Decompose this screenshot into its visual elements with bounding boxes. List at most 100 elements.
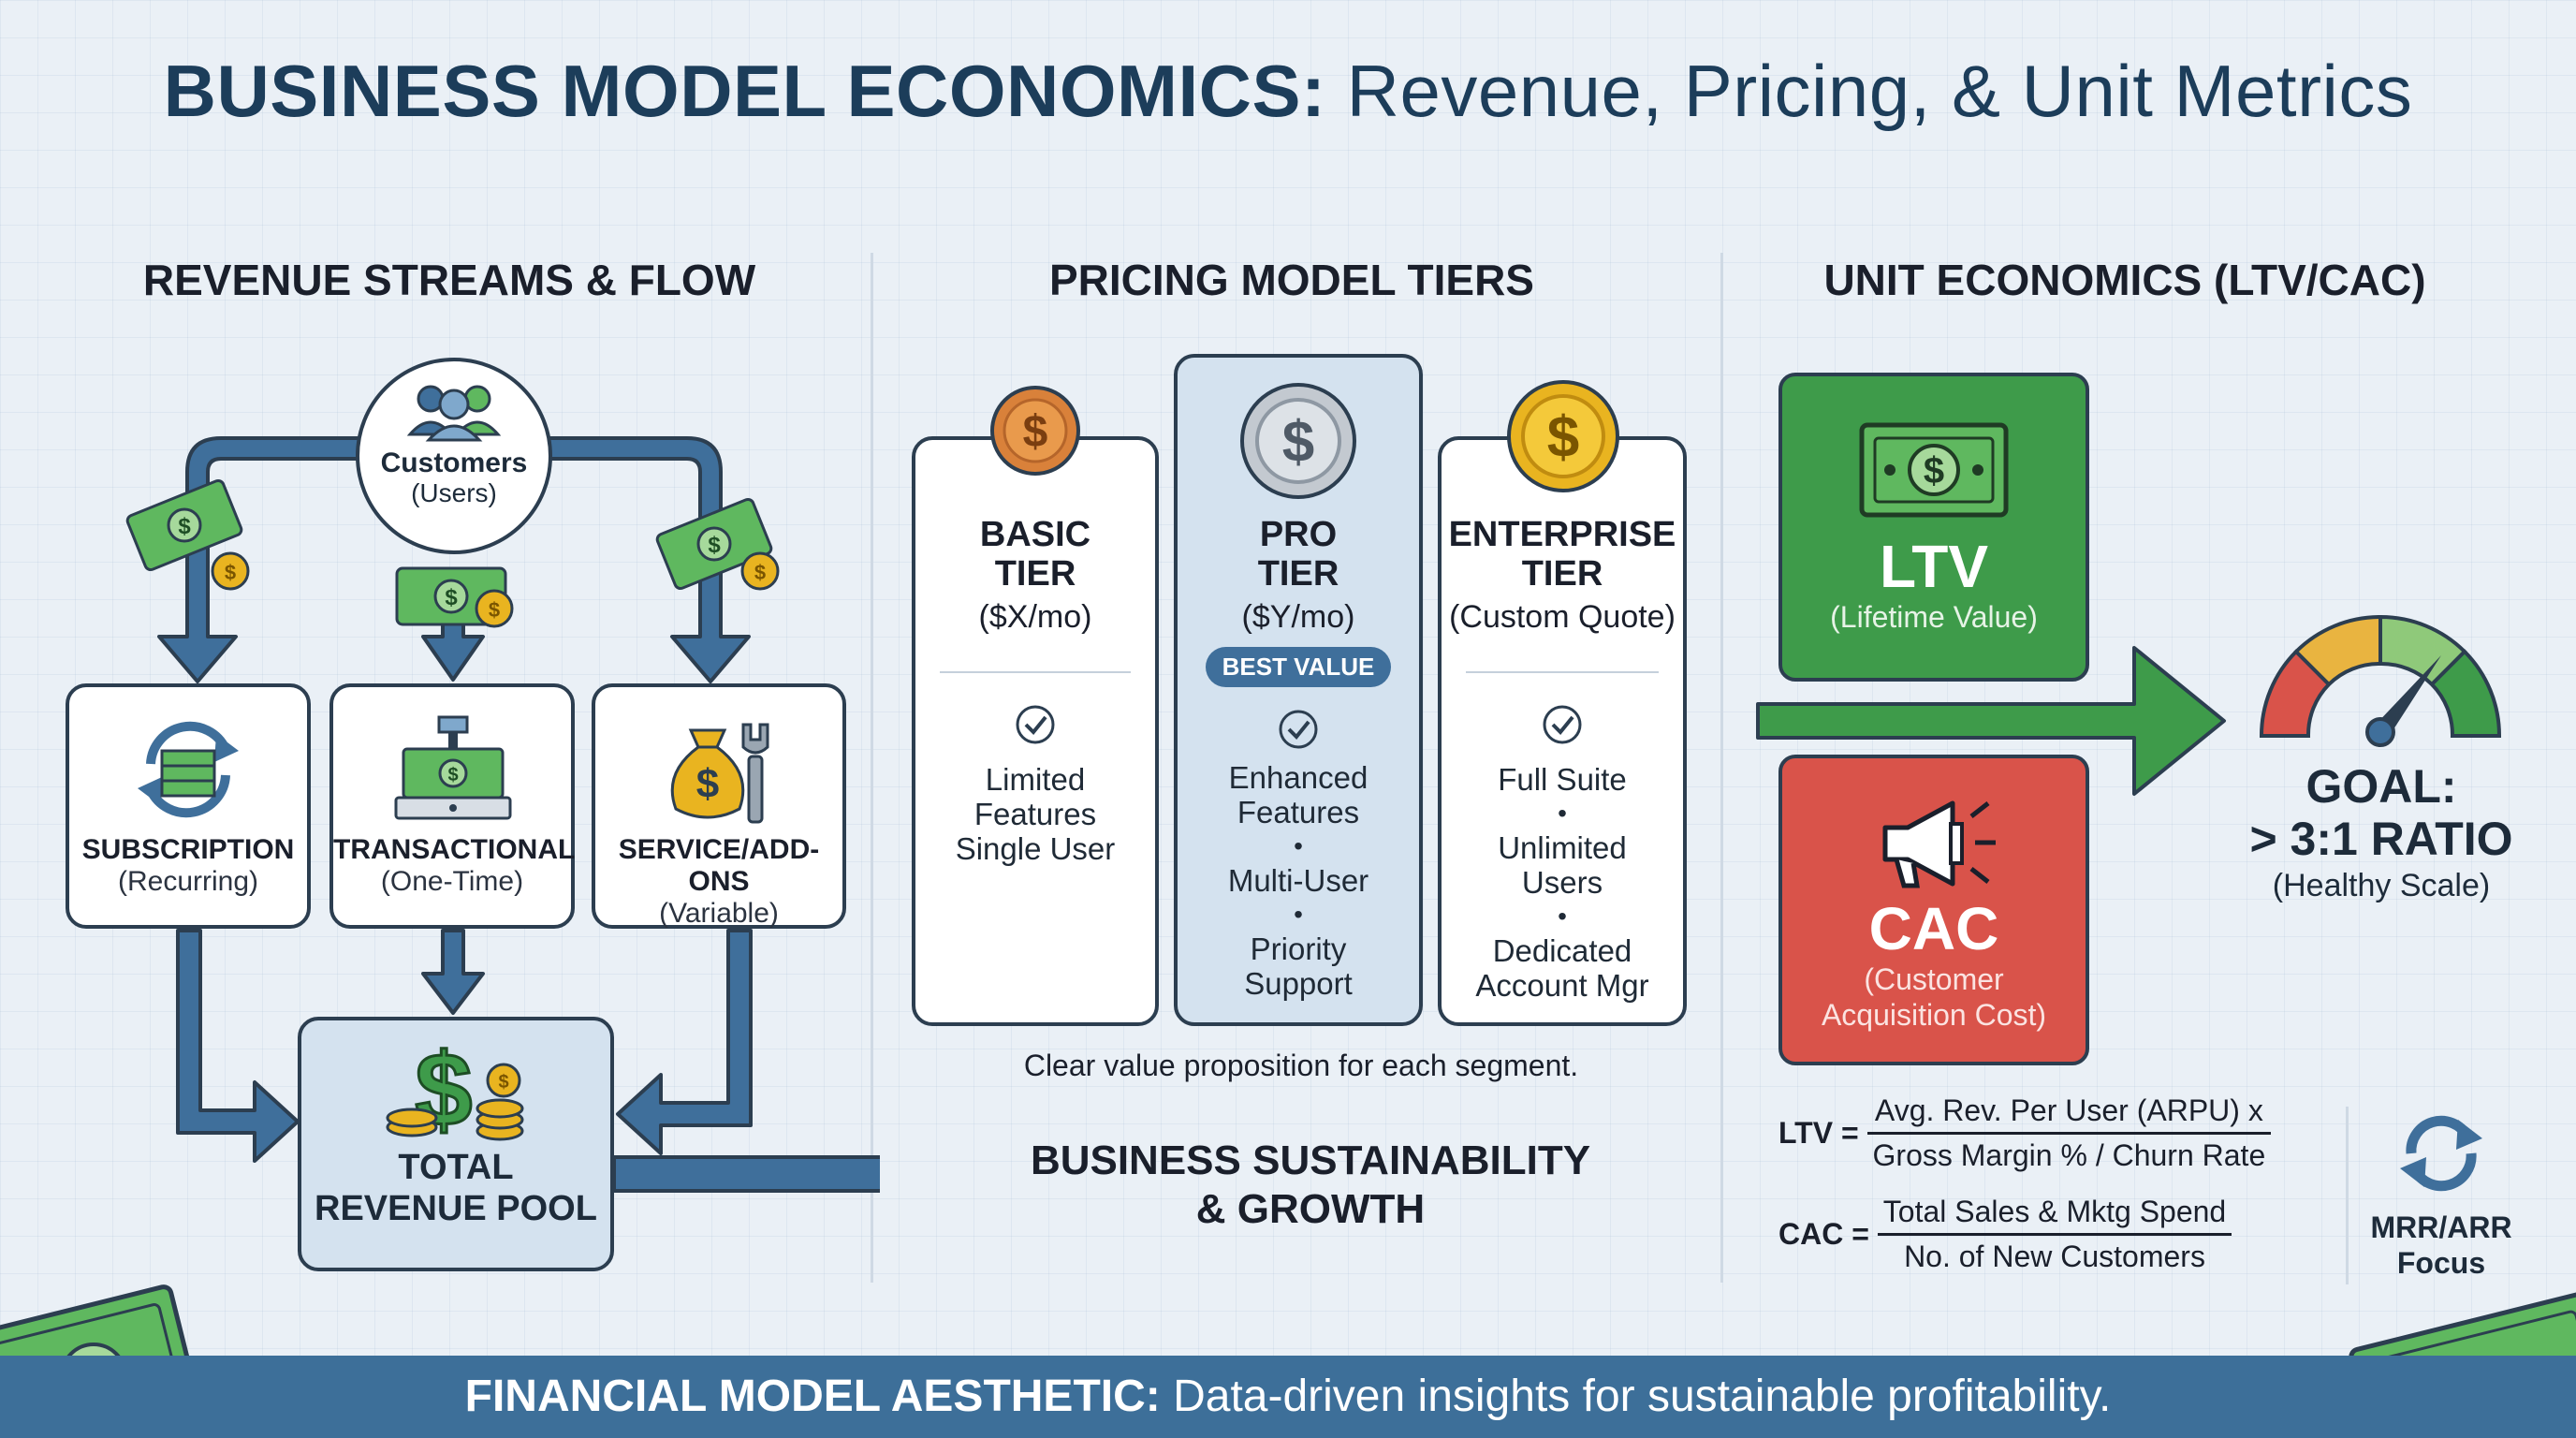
check-icon (1016, 705, 1055, 744)
users-icon (406, 385, 502, 442)
pool-line1: TOTAL (398, 1148, 514, 1187)
customers-node: Customers (Users) (356, 358, 552, 554)
goal-text: GOAL: > 3:1 RATIO (Healthy Scale) (2205, 760, 2557, 906)
megaphone-icon (1882, 800, 1996, 888)
svg-text:$: $ (178, 514, 191, 539)
revenue-heading: REVENUE STREAMS & FLOW (142, 256, 756, 304)
tier-pro-bullet-2: • (1294, 900, 1303, 929)
bronze-coin-icon: $ (990, 386, 1080, 476)
ltv-formula-lhs: LTV = (1778, 1116, 1859, 1150)
ltv-formula: LTV = Avg. Rev. Per User (ARPU) x Gross … (1778, 1093, 2272, 1173)
gold-coin-icon: $ (1507, 380, 1619, 492)
cac-fraction: Total Sales & Mktg Spend No. of New Cust… (1877, 1195, 2232, 1274)
cac-formula-lhs: CAC = (1778, 1217, 1869, 1251)
svg-text:$: $ (754, 561, 766, 584)
cac-label: CAC (1868, 895, 1999, 962)
tier-pro-feature-3: Multi-User (1227, 863, 1369, 898)
svg-text:$: $ (445, 585, 458, 610)
goal-sub: (Healthy Scale) (2272, 868, 2491, 903)
best-value-badge: BEST VALUE (1205, 647, 1392, 687)
stream-label-transactional: TRANSACTIONAL (333, 834, 576, 865)
outcome-text: BUSINESS SUSTAINABILITY & GROWTH (1030, 1137, 1591, 1234)
cac-sub2: Acquisition Cost) (1821, 998, 2047, 1032)
arrow-subscription-to-pool (176, 929, 300, 1163)
total-revenue-pool: $ $ TOTAL REVENUE POOL (298, 1017, 614, 1271)
tier-basic-divider (940, 671, 1131, 673)
stream-sub-transactional: (One-Time) (380, 866, 524, 897)
cac-numerator: Total Sales & Mktg Spend (1877, 1195, 2232, 1236)
ltv-to-goal-arrow (1756, 646, 2226, 796)
money-bag-wrench-icon: $ (670, 723, 769, 824)
stream-card-subscription: SUBSCRIPTION (Recurring) (66, 683, 311, 929)
arrow-transactional-to-pool (421, 929, 485, 1015)
svg-text:$: $ (1282, 410, 1314, 475)
stream-sub-service: (Variable) (659, 898, 779, 929)
ltv-card: $ LTV (Lifetime Value) (1778, 373, 2089, 682)
svg-text:$: $ (1023, 407, 1048, 457)
cac-formula: CAC = Total Sales & Mktg Spend No. of Ne… (1778, 1195, 2232, 1274)
pricing-caption: Clear value proposition for each segment… (1023, 1049, 1579, 1082)
svg-text:$: $ (696, 761, 719, 807)
title-rest: Revenue, Pricing, & Unit Metrics (1325, 50, 2413, 132)
svg-text:$: $ (447, 765, 458, 785)
svg-text:$: $ (225, 561, 236, 584)
cac-card: CAC (Customer Acquisition Cost) (1778, 755, 2089, 1065)
tier-pro-price: ($Y/mo) (1241, 599, 1355, 635)
svg-text:$: $ (1547, 405, 1579, 470)
stream-label-service: SERVICE/ADD-ONS (618, 834, 820, 897)
section-divider-2 (1720, 253, 1723, 1283)
tier-card-pro: PRO TIER ($Y/mo) BEST VALUE Enhanced Fea… (1174, 354, 1423, 1026)
tier-pro-feature-5: Support (1244, 966, 1353, 1001)
ltv-denominator: Gross Margin % / Churn Rate (1872, 1138, 2266, 1172)
svg-text:$: $ (498, 1072, 508, 1093)
tier-basic-name2: TIER (994, 554, 1076, 594)
tier-basic-price: ($X/mo) (978, 599, 1092, 635)
customers-label: Customers (380, 448, 528, 478)
tier-enterprise-feature-4: Dedicated (1492, 933, 1632, 968)
svg-text:$: $ (708, 533, 721, 558)
tier-enterprise-price: (Custom Quote) (1449, 599, 1676, 635)
tier-basic-feature-3: Single User (955, 831, 1116, 866)
ltv-label: LTV (1879, 533, 1989, 600)
stream-card-service: $ SERVICE/ADD-ONS (Variable) (592, 683, 846, 929)
tier-pro-feature-4: Priority (1250, 932, 1347, 966)
tier-enterprise-bullet-2: • (1558, 902, 1567, 931)
tier-card-enterprise: ENTERPRISE TIER (Custom Quote) Full Suit… (1438, 436, 1687, 1026)
check-icon (1279, 710, 1318, 749)
cash-icon-center: $ $ (395, 566, 514, 628)
goal-line2: > 3:1 RATIO (2249, 813, 2513, 865)
tier-enterprise-bullet-1: • (1558, 799, 1567, 828)
tier-basic-feature-2: Features (973, 797, 1097, 831)
tier-enterprise-feature-5: Account Mgr (1475, 968, 1649, 1003)
svg-text:$: $ (489, 598, 500, 622)
pool-line2: REVENUE POOL (315, 1189, 597, 1228)
money-stack-icon: $ $ (386, 1032, 524, 1150)
tier-pro-feature-2: Features (1237, 795, 1360, 829)
tier-enterprise-name2: TIER (1521, 554, 1603, 594)
stream-label-subscription: SUBSCRIPTION (81, 834, 295, 865)
tier-pro-name1: PRO (1259, 515, 1338, 554)
mrr-text: MRR/ARR Focus (2359, 1210, 2524, 1281)
check-icon (1543, 705, 1582, 744)
cac-denominator: No. of New Customers (1904, 1240, 2205, 1273)
cash-icon-right: $ $ (655, 497, 780, 591)
cac-sub1: (Customer (1864, 962, 2004, 996)
unit-heading: UNIT ECONOMICS (LTV/CAC) (1823, 256, 2426, 304)
revenue-flow-arrows: $ $ $ $ $ $ (125, 436, 880, 1193)
ratio-gauge-icon (2259, 614, 2502, 747)
cash-icon-left: $ $ (125, 478, 250, 591)
tier-enterprise-feature-1: Full Suite (1498, 762, 1627, 797)
mrr-line1: MRR/ARR (2370, 1211, 2512, 1244)
tier-enterprise-feature-3: Users (1521, 865, 1603, 900)
outcome-line2: & GROWTH (1195, 1186, 1426, 1232)
page-title: BUSINESS MODEL ECONOMICS: Revenue, Prici… (0, 49, 2576, 134)
tier-pro-name2: TIER (1257, 554, 1339, 594)
tier-enterprise-divider (1466, 671, 1659, 673)
refresh-cycle-icon (2400, 1115, 2482, 1192)
tier-basic-feature-1: Limited (985, 762, 1086, 797)
title-bold: BUSINESS MODEL ECONOMICS: (163, 50, 1326, 132)
silver-coin-icon: $ (1240, 383, 1356, 499)
tier-pro-feature-1: Enhanced (1228, 760, 1368, 795)
svg-text:$: $ (1924, 450, 1944, 492)
cash-register-icon: $ (394, 715, 512, 820)
